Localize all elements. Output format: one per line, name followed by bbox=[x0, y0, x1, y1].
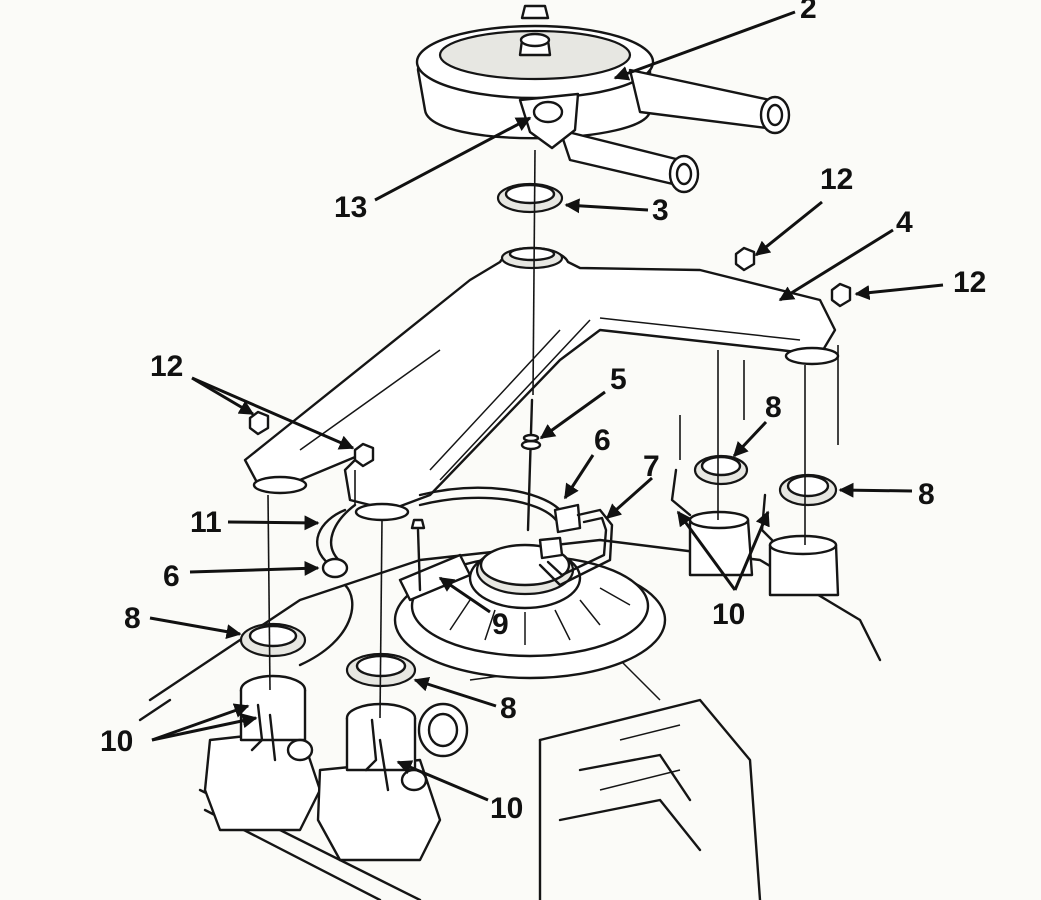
callout-9: 9 bbox=[492, 608, 509, 641]
nut-12-b bbox=[830, 282, 852, 308]
nut-12-c bbox=[248, 410, 270, 436]
callout-10: 10 bbox=[490, 792, 524, 825]
alignment-guides bbox=[267, 149, 839, 719]
gasket-3 bbox=[496, 182, 564, 214]
callout-6: 6 bbox=[163, 560, 180, 593]
callout-5: 5 bbox=[610, 363, 627, 396]
callout-6: 6 bbox=[594, 424, 611, 457]
stud-5 bbox=[520, 398, 542, 532]
callout-3: 3 bbox=[652, 194, 669, 227]
callout-12: 12 bbox=[820, 163, 854, 196]
air-cleaner-housing bbox=[415, 4, 791, 194]
callout-8: 8 bbox=[124, 602, 141, 635]
callout-4: 4 bbox=[896, 206, 913, 239]
intake-base bbox=[393, 543, 667, 680]
callout-10: 10 bbox=[100, 725, 134, 758]
carburetors bbox=[203, 674, 469, 862]
callout-10: 10 bbox=[712, 598, 746, 631]
callout-2: 2 bbox=[800, 0, 817, 25]
callout-7: 7 bbox=[643, 450, 660, 483]
callout-8: 8 bbox=[765, 391, 782, 424]
callout-11: 11 bbox=[190, 506, 222, 539]
leader-lines bbox=[149, 10, 944, 802]
right-inlets bbox=[670, 454, 840, 597]
air-duct bbox=[243, 246, 840, 522]
callout-13: 13 bbox=[334, 191, 368, 224]
nut-12-a bbox=[734, 246, 756, 272]
hoses-and-pipes bbox=[298, 486, 614, 667]
callout-12: 12 bbox=[150, 350, 184, 383]
callout-8: 8 bbox=[500, 692, 517, 725]
nut-12-d bbox=[353, 442, 375, 468]
callout-8: 8 bbox=[918, 478, 935, 511]
callout-12: 12 bbox=[953, 266, 987, 299]
